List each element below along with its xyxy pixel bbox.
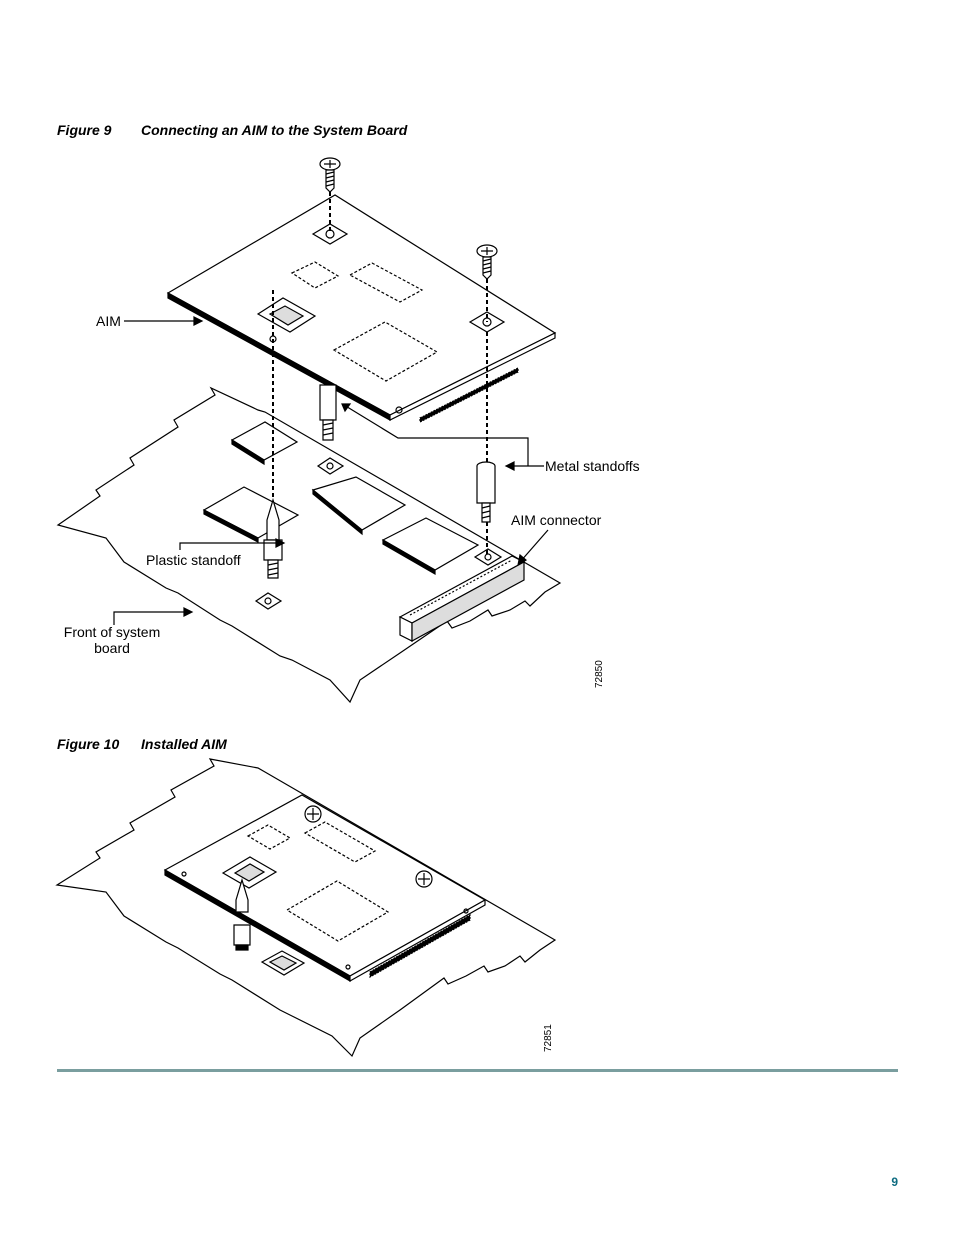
figure-10-caption: Figure 10 Installed AIM bbox=[57, 736, 227, 752]
screw-top bbox=[319, 157, 341, 193]
figure-10-title: Installed AIM bbox=[141, 736, 227, 752]
callout-front-of-system-board: Front of system board bbox=[63, 624, 161, 656]
callout-plastic-standoff: Plastic standoff bbox=[146, 552, 241, 568]
figure-9-title: Connecting an AIM to the System Board bbox=[141, 122, 408, 138]
screw-right bbox=[476, 244, 498, 280]
figure-9-number: Figure 9 bbox=[57, 122, 112, 138]
footer-divider bbox=[57, 1069, 898, 1072]
callout-aim-connector: AIM connector bbox=[511, 512, 602, 528]
figure-10-id: 72851 bbox=[543, 1024, 554, 1052]
figure-10-illustration bbox=[55, 758, 557, 1058]
callout-aim: AIM bbox=[96, 313, 121, 329]
callout-metal-standoffs: Metal standoffs bbox=[545, 458, 640, 474]
page-number: 9 bbox=[891, 1175, 898, 1189]
figure-9-caption: Figure 9 Connecting an AIM to the System … bbox=[57, 122, 407, 138]
figure-9-illustration bbox=[56, 157, 562, 704]
figure-10-number: Figure 10 bbox=[57, 736, 120, 752]
